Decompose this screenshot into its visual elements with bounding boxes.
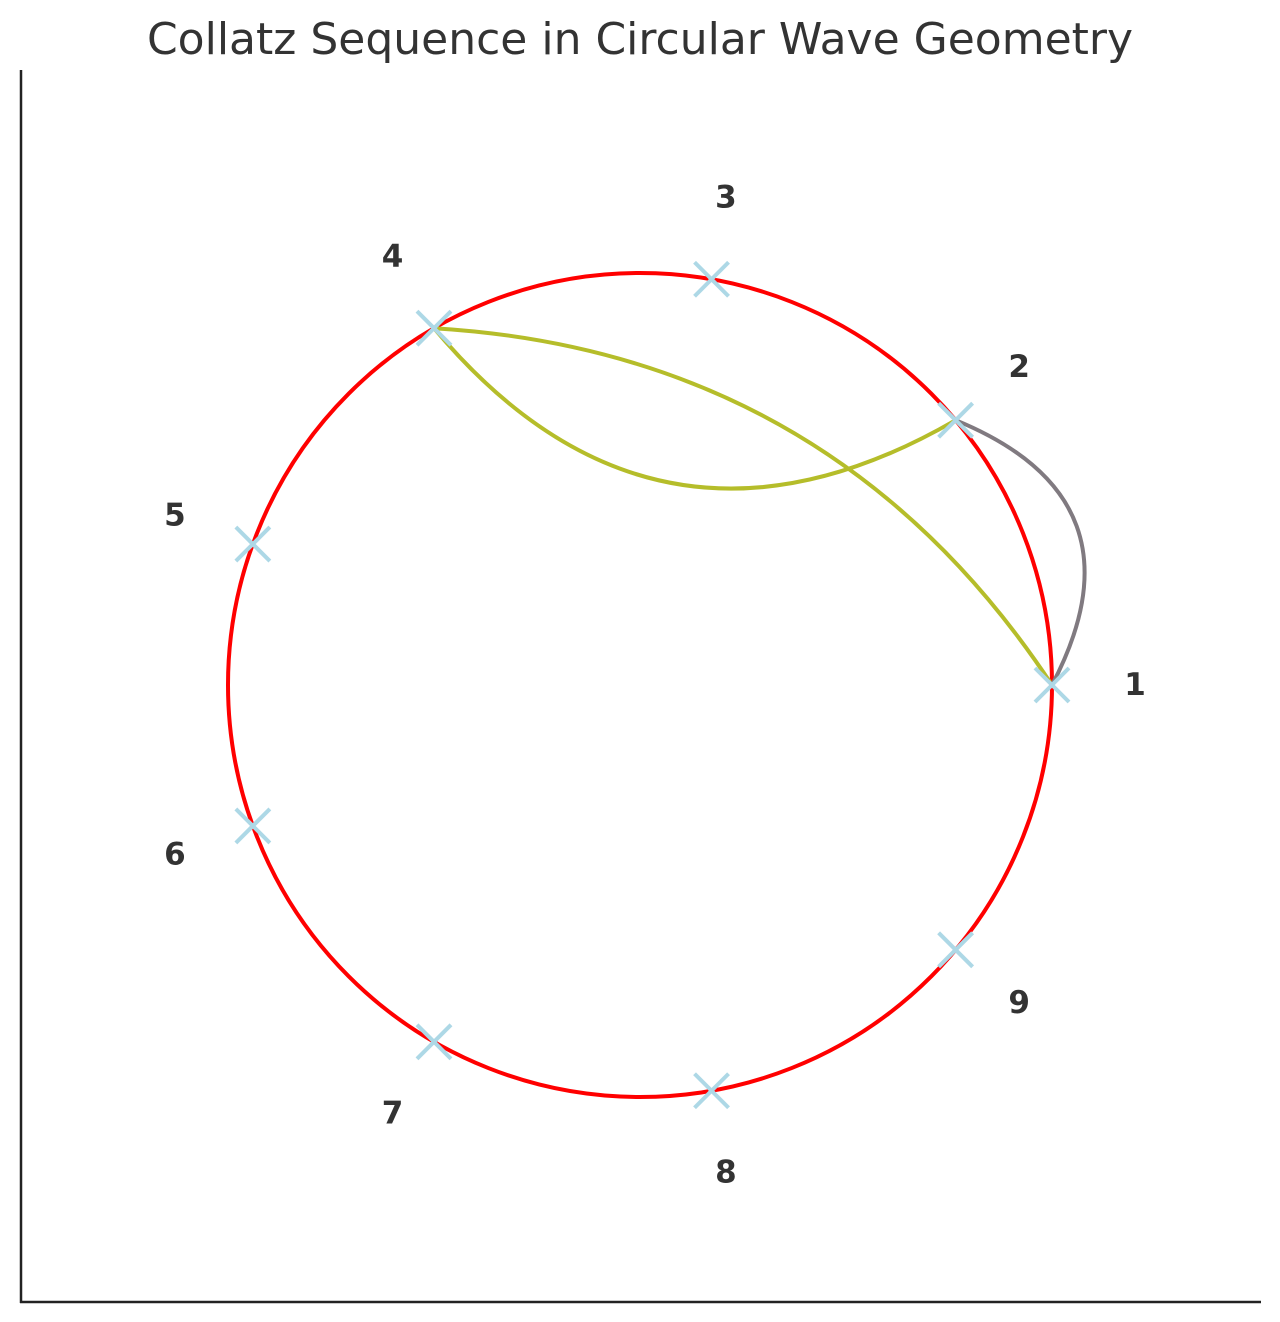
edge-4-to-2 [432,326,958,491]
node-label-3: 3 [715,180,737,216]
edge-2-to-1 [953,418,1087,687]
node-marker-3 [693,260,730,298]
edges-layer [432,326,1087,687]
node-label-9: 9 [1008,985,1030,1021]
node-marker-9 [937,931,975,969]
collatz-circle [226,271,1054,1099]
node-marker-1 [1033,666,1071,704]
node-marker-7 [415,1023,453,1061]
node-marker-6 [234,807,272,845]
labels-layer: 1 2 3 4 5 6 7 8 9 [164,180,1146,1191]
node-label-4: 4 [382,238,404,274]
node-marker-8 [693,1072,730,1110]
node-marker-4 [415,309,453,347]
edge-4-to-1 [432,326,1054,687]
node-label-2: 2 [1008,349,1030,385]
node-label-5: 5 [164,498,186,534]
markers-layer [234,260,1071,1110]
node-label-1: 1 [1124,667,1146,703]
node-marker-5 [234,525,272,563]
node-marker-2 [937,401,975,439]
node-label-8: 8 [715,1154,737,1190]
chart-title: Collatz Sequence in Circular Wave Geomet… [147,14,1133,65]
node-label-7: 7 [382,1096,404,1132]
node-label-6: 6 [164,836,186,872]
